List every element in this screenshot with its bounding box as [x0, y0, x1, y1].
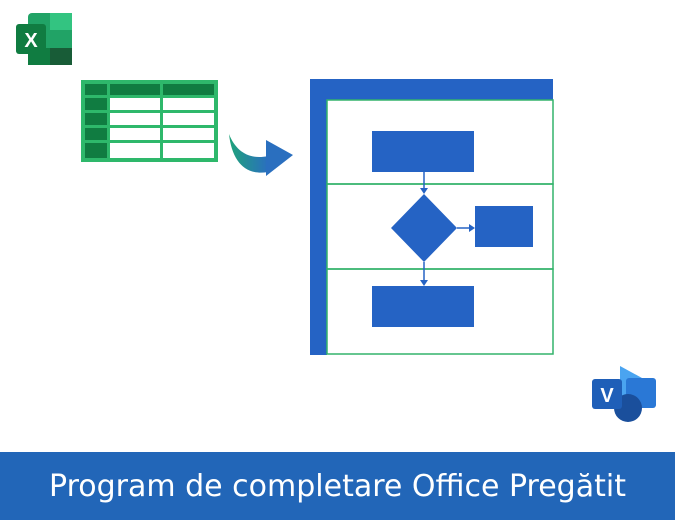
title-banner: Program de completare Office Pregătit — [0, 452, 675, 520]
swimlane-side-bar — [310, 79, 327, 355]
excel-logo-icon: X — [16, 13, 72, 65]
banner-title: Program de completare Office Pregătit — [49, 468, 626, 504]
process-box-right — [475, 206, 533, 247]
visio-letter: V — [600, 385, 614, 407]
excel-letter: X — [24, 30, 38, 52]
swimlane-header — [310, 79, 553, 100]
decision-diamond — [391, 194, 457, 262]
process-box-top — [372, 131, 474, 172]
transfer-arrow-icon — [229, 134, 293, 176]
swimlane-flowchart — [310, 79, 554, 355]
swimlane-lane-3 — [326, 268, 554, 355]
spreadsheet-table — [81, 80, 218, 162]
process-box-bottom — [372, 286, 474, 327]
visio-logo-icon: V — [592, 366, 656, 422]
